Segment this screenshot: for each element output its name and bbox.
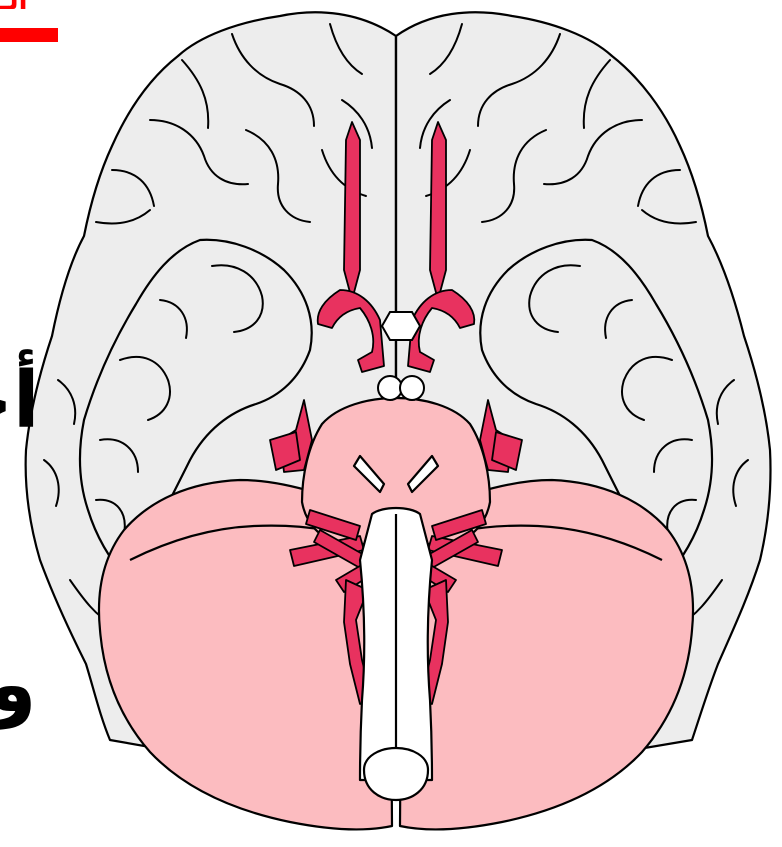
side-text-line-1: أحـ	[0, 362, 40, 440]
side-text-line-2: و	[0, 646, 36, 724]
